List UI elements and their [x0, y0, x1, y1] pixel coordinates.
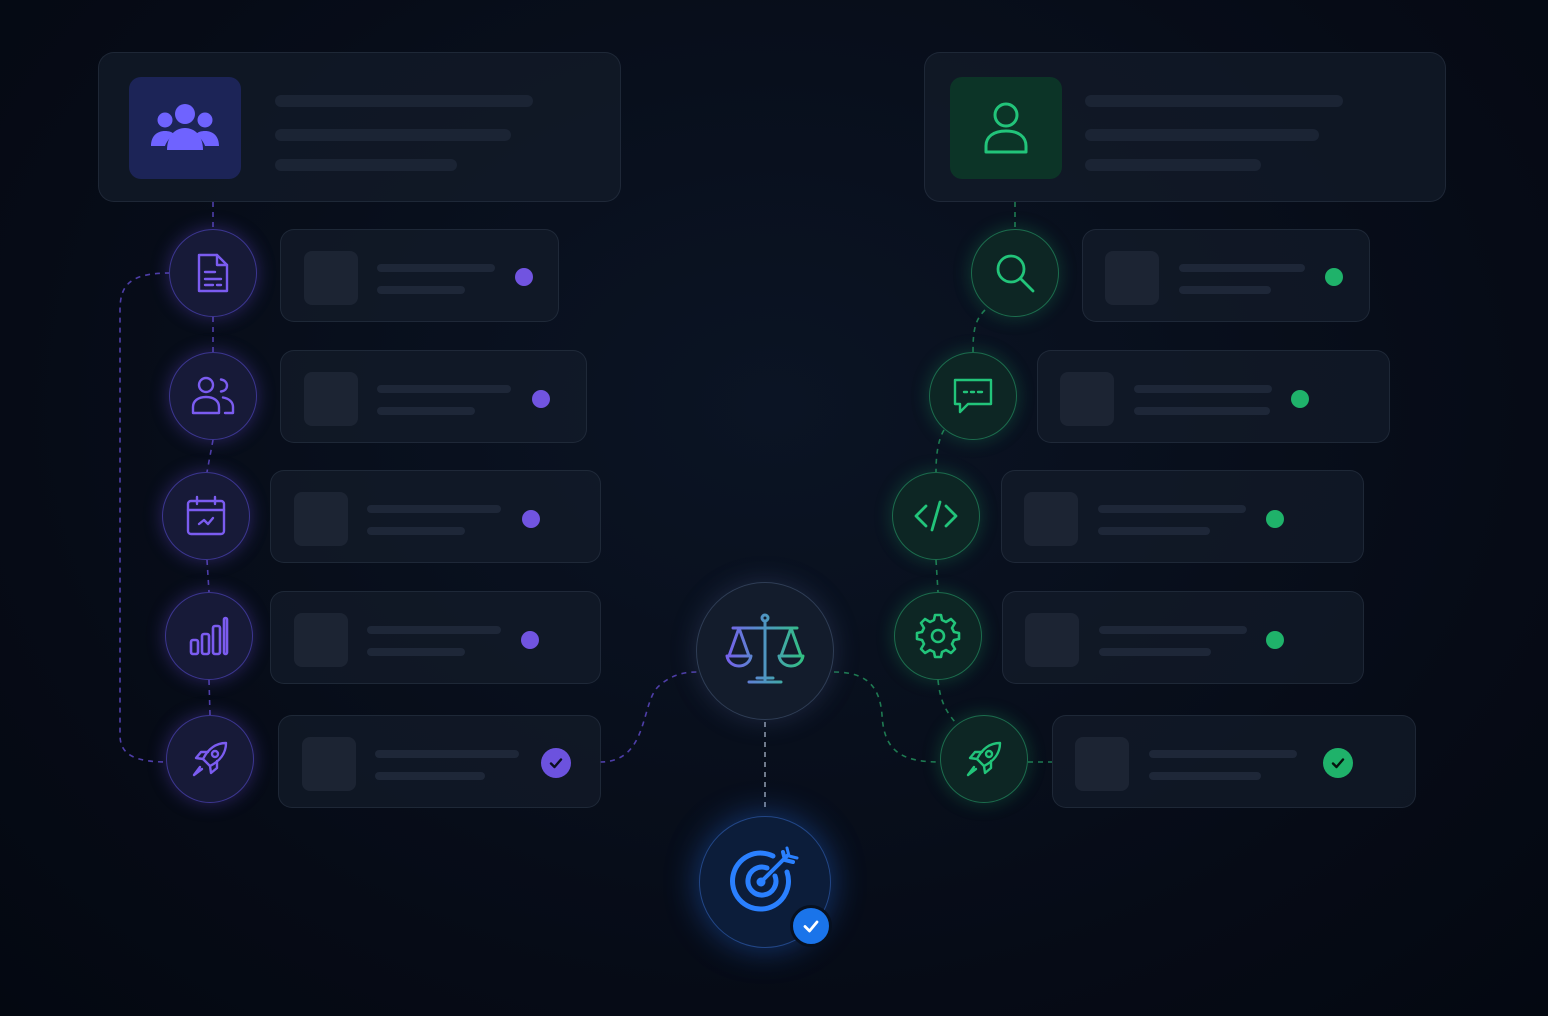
status-dot [1325, 268, 1343, 286]
complete-check-badge [541, 748, 571, 778]
status-dot [515, 268, 533, 286]
right-chain-connector [833, 202, 1052, 763]
status-dot [1291, 390, 1309, 408]
right-header-card [924, 52, 1446, 202]
user-icon [984, 102, 1028, 154]
team-avatar [129, 77, 241, 179]
balance-scale-icon [725, 613, 805, 684]
left-step-document-node[interactable] [169, 229, 257, 317]
right-step-chat-node[interactable] [929, 352, 1017, 440]
calendar-icon [186, 495, 226, 536]
left-chain-connector [119, 202, 699, 763]
status-dot [532, 390, 550, 408]
balance-node[interactable] [696, 582, 834, 720]
code-icon [914, 500, 958, 532]
right-step-search-node[interactable] [971, 229, 1059, 317]
status-dot [1266, 631, 1284, 649]
rocket-icon [192, 741, 228, 777]
status-dot [1266, 510, 1284, 528]
goal-complete-badge [790, 905, 832, 947]
right-step-card-1[interactable] [1082, 229, 1370, 322]
users-icon [191, 376, 235, 415]
right-step-card-3[interactable] [1001, 470, 1364, 563]
left-header-card [98, 52, 621, 202]
document-icon [197, 253, 229, 293]
right-step-rocket-node[interactable] [940, 715, 1028, 803]
gear-icon [915, 613, 961, 659]
right-step-card-2[interactable] [1037, 350, 1390, 443]
left-step-calendar-node[interactable] [162, 472, 250, 560]
left-step-card-5[interactable] [278, 715, 601, 808]
complete-check-badge [1323, 748, 1353, 778]
right-step-card-5[interactable] [1052, 715, 1416, 808]
status-dot [521, 631, 539, 649]
bar-chart-icon [189, 616, 229, 656]
left-step-chart-node[interactable] [165, 592, 253, 680]
left-step-card-4[interactable] [270, 591, 601, 684]
left-step-card-2[interactable] [280, 350, 587, 443]
left-step-users-node[interactable] [169, 352, 257, 440]
left-step-rocket-node[interactable] [166, 715, 254, 803]
search-icon [996, 254, 1035, 293]
left-step-card-1[interactable] [280, 229, 559, 322]
rocket-icon [966, 741, 1002, 777]
chat-icon [953, 378, 993, 414]
check-icon [803, 920, 819, 933]
status-dot [522, 510, 540, 528]
left-step-card-3[interactable] [270, 470, 601, 563]
user-avatar [950, 77, 1062, 179]
right-step-gear-node[interactable] [894, 592, 982, 680]
team-icon [151, 104, 219, 150]
right-step-code-node[interactable] [892, 472, 980, 560]
check-icon [1331, 758, 1345, 769]
target-icon [730, 846, 799, 912]
check-icon [549, 758, 563, 769]
right-step-card-4[interactable] [1002, 591, 1364, 684]
